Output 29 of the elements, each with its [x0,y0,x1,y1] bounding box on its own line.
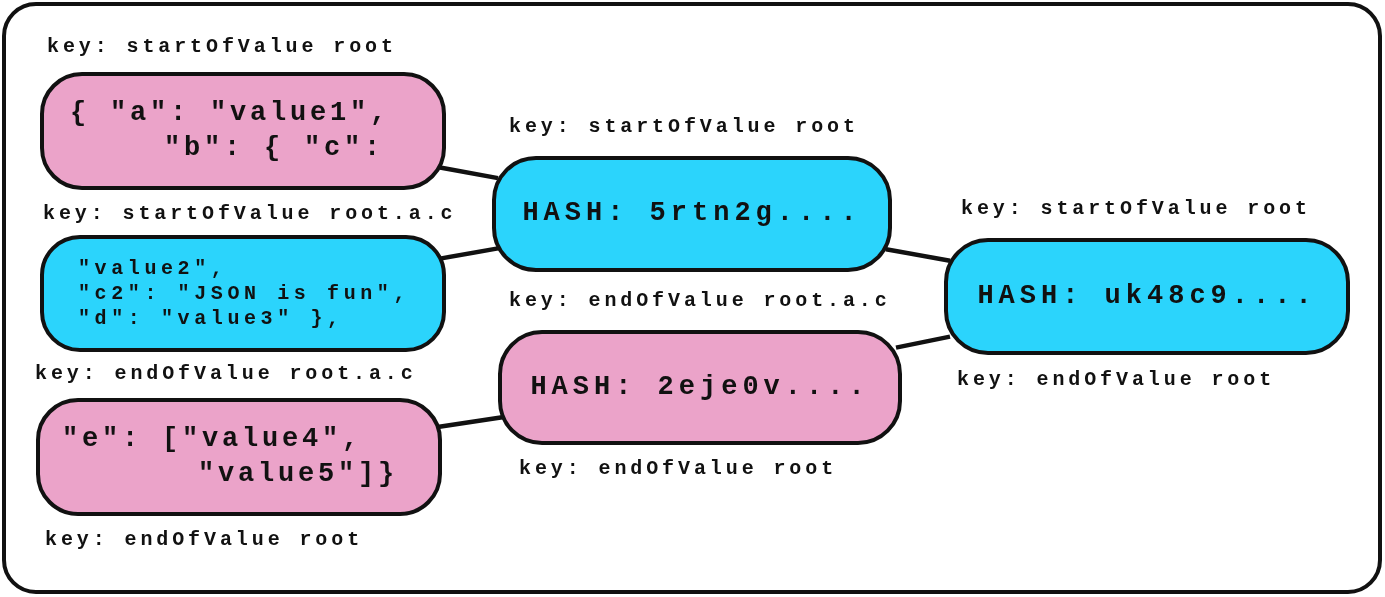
data-chunk-box [498,330,902,445]
json-text: "c2": "JSON is fun", [77,281,412,306]
key-label: key: startOfValue root [961,199,1311,219]
json-text: "b": { "c": [162,132,385,165]
data-chunk-box [36,398,442,516]
json-text: "value2", [77,256,229,281]
connector-line [895,334,951,350]
connector-line [885,246,951,263]
key-label: key: endOfValue root [957,370,1276,390]
json-text: "e": ["value4", [61,422,364,456]
key-label: key: startOfValue root.a.c [43,204,457,224]
hash-box [492,156,892,272]
key-label: key: endOfValue root.a.c [509,291,891,311]
hash-box [40,235,446,352]
key-label: key: endOfValue root [45,530,364,550]
hash-text: HASH: uk48c9.... [976,279,1318,313]
json-text: "value5"]} [196,458,399,491]
connector-line [439,165,499,181]
hash-text: HASH: 5rtn2g.... [521,197,863,231]
key-label: key: endOfValue root [519,459,838,479]
connector-line [439,246,499,261]
key-label: key: startOfValue root [47,37,397,57]
json-text: { "a": "value1", [69,96,392,130]
key-label: key: endOfValue root.a.c [35,364,417,384]
key-label: key: startOfValue root [509,117,859,137]
hash-box [944,238,1350,355]
json-text: "d": "value3" }, [77,306,345,331]
data-chunk-box [40,72,446,190]
hash-text: HASH: 2eje0v.... [529,370,871,404]
